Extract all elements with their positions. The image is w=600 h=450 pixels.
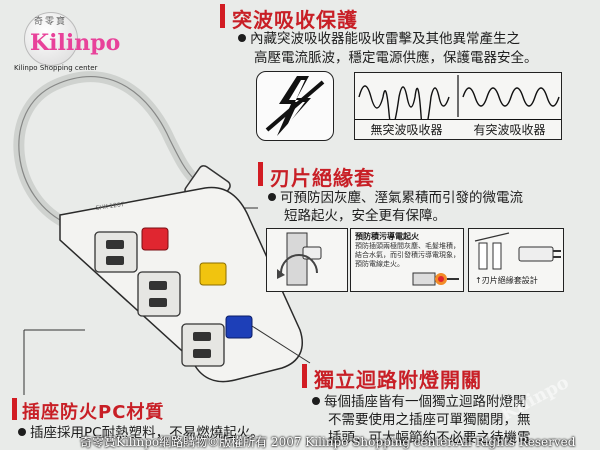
blade-bullet xyxy=(268,193,276,201)
fire-title: 插座防火PC材質 xyxy=(22,402,165,423)
blade-title: 刃片絕緣套 xyxy=(270,166,375,190)
surge-line-1: 內藏突波吸收器能吸收雷擊及其他異常產生之 xyxy=(238,30,520,49)
logo-circle xyxy=(24,12,78,66)
fire-bullet xyxy=(18,428,26,436)
switch-blue xyxy=(225,315,253,339)
spark-icon xyxy=(412,272,459,286)
logo-tagline: Kilinpo Shopping center xyxy=(14,64,98,72)
lightning-icon xyxy=(265,76,325,136)
footer-copyright: 奇零寶Kilinpo網路購物©版權所有 2007 Kilinpo Shoppin… xyxy=(80,435,576,449)
switch-yellow xyxy=(199,262,227,286)
blade-sleeve-caption: ↑刃片絕緣套設計 xyxy=(475,276,538,285)
blade-line-1: 可預防因灰塵、溼氣累積而引發的微電流 xyxy=(268,189,523,208)
socket-group-1 xyxy=(94,231,138,273)
blade-diagram-note-panel: 預防積污導電起火 預防插頭兩極間灰塵、毛髮堆積， 結合水氣，而引發積污導電現象，… xyxy=(350,228,464,292)
fire-line-1-text: 插座採用PC耐熱塑料，不易燃燒起火。 xyxy=(30,425,264,441)
switch-title: 獨立迴路附燈開關 xyxy=(314,368,482,392)
blade-line-2: 短路起火，安全更有保障。 xyxy=(284,208,446,224)
switch-red xyxy=(141,227,169,251)
note-title: 預防積污導電起火 xyxy=(355,232,419,241)
fire-title-bar xyxy=(12,398,17,420)
blade-line-1-text: 可預防因灰塵、溼氣累積而引發的微電流 xyxy=(280,190,523,206)
surge-title-bar xyxy=(220,4,225,28)
switch-line-1: 每個插座皆有一個獨立迴路附燈開 xyxy=(312,393,527,412)
blade-diagram-sleeve-panel: ↑刃片絕緣套設計 xyxy=(468,228,564,292)
fire-line-1: 插座採用PC耐熱塑料，不易燃燒起火。 xyxy=(18,424,264,443)
logo: 奇零寶 Kilinpo Kilinpo Shopping center xyxy=(14,12,120,74)
switch-title-bar xyxy=(302,364,307,388)
surge-line-1-text: 內藏突波吸收器能吸收雷擊及其他異常產生之 xyxy=(250,31,520,47)
note-line-3: 預防電線走火。 xyxy=(355,260,404,268)
socket-group-2 xyxy=(137,271,181,317)
logo-brand: Kilinpo xyxy=(30,30,121,56)
caption-with-surge-absorber: 有突波吸收器 xyxy=(473,123,546,137)
surge-waveform-panel: 無突波吸收器 有突波吸收器 xyxy=(354,72,562,140)
note-line-1: 預防插頭兩極間灰塵、毛髮堆積， xyxy=(355,242,460,250)
switch-line-3: 插頭，可大幅節約不必要之待機電 xyxy=(328,430,531,446)
waveform-chart xyxy=(358,75,560,133)
switch-bullet xyxy=(312,397,320,405)
caption-no-surge-absorber: 無突波吸收器 xyxy=(370,123,443,137)
surge-bullet xyxy=(238,34,246,42)
switch-line-2: 不需要使用之插座可單獨關閉，無 xyxy=(328,412,531,428)
lightning-icon-panel xyxy=(256,71,334,141)
surge-title: 突波吸收保護 xyxy=(232,8,358,32)
logo-top-text: 奇零寶 xyxy=(34,17,68,27)
note-line-2: 結合水氣，而引發積污導電現象， xyxy=(355,251,460,259)
surge-line-2: 高壓電流脈波，穩定電源供應，保護電器安全。 xyxy=(254,50,538,66)
socket-group-3 xyxy=(181,323,225,367)
switch-line-1-text: 每個插座皆有一個獨立迴路附燈開 xyxy=(324,394,527,410)
blade-sleeve-icon xyxy=(474,232,561,270)
blade-diagram-wall-panel xyxy=(266,228,348,292)
wall-socket-icon xyxy=(277,232,322,286)
waveform-unprotected xyxy=(358,85,450,133)
waveform-protected xyxy=(462,87,560,107)
blade-title-bar xyxy=(258,162,263,186)
strip-label: SHK-1207 xyxy=(95,201,125,212)
